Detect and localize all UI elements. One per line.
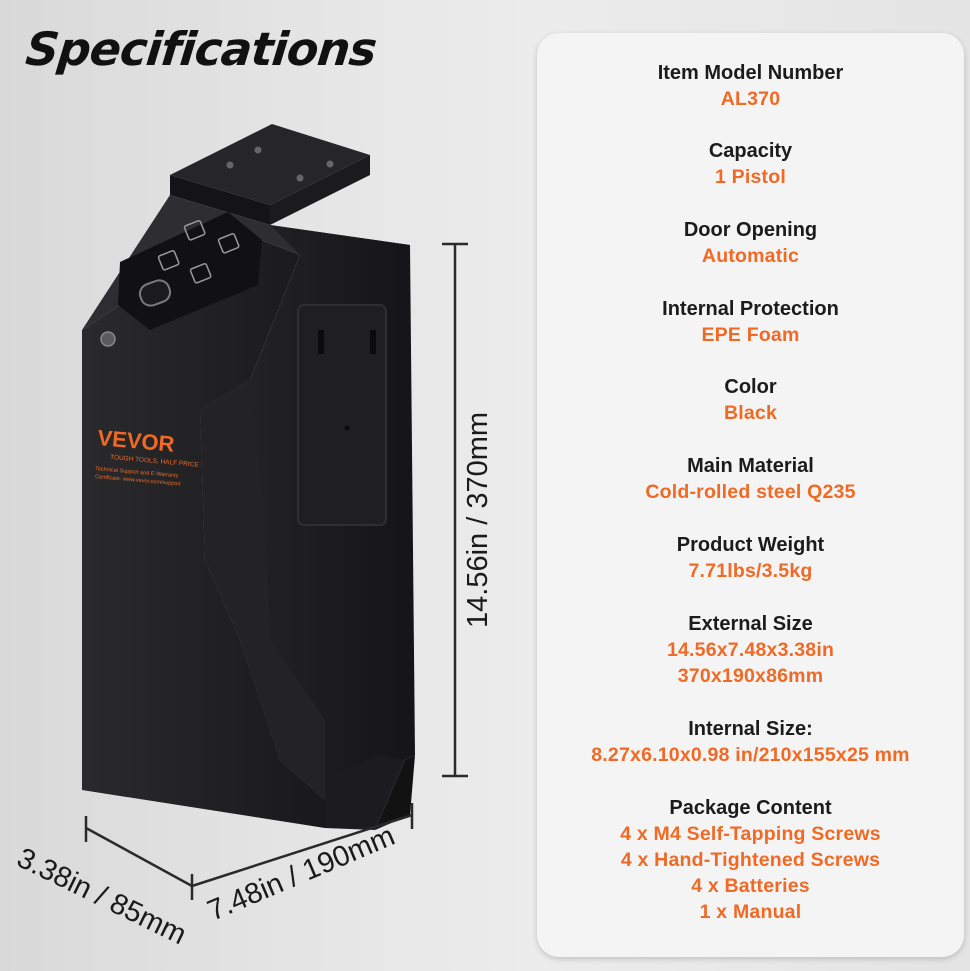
spec-label: Package Content	[669, 797, 832, 819]
spec-item-internal-size: Internal Size: 8.27x6.10x0.98 in/210x155…	[537, 716, 964, 768]
spec-label: Capacity	[708, 140, 793, 162]
spec-value: Black	[723, 402, 778, 424]
spec-value: AL370	[720, 88, 781, 110]
spec-label: External Size	[688, 613, 813, 635]
spec-value: Cold-rolled steel Q235	[645, 481, 856, 503]
spec-label: Door Opening	[683, 219, 818, 241]
spec-label: Product Weight	[676, 534, 825, 556]
spec-value: 8.27x6.10x0.98 in/210x155x25 mm	[591, 744, 910, 766]
safe-foot	[325, 755, 415, 830]
spec-item-model: Item Model Number AL370	[537, 60, 964, 112]
spec-item-capacity: Capacity 1 Pistol	[537, 138, 964, 190]
height-dimension-line	[442, 242, 468, 778]
safe-left-face	[82, 230, 325, 828]
spec-value: 4 x Batteries	[691, 875, 810, 897]
spec-item-external-size: External Size 14.56x7.48x3.38in 370x190x…	[537, 611, 964, 689]
safe-top-face	[82, 195, 410, 330]
spec-value: 1 x Manual	[699, 901, 802, 923]
product-illustration: VEVOR TOUGH TOOLS, HALF PRICE Technical …	[82, 124, 468, 900]
spec-item-product-weight: Product Weight 7.71lbs/3.5kg	[537, 532, 964, 584]
spec-value: Automatic	[701, 245, 800, 267]
spec-value: 14.56x7.48x3.38in	[666, 639, 835, 661]
spec-item-package-content: Package Content 4 x M4 Self-Tapping Scre…	[537, 795, 964, 925]
safe-door	[200, 380, 325, 800]
fingerprint-sensor	[138, 279, 172, 307]
spec-label: Item Model Number	[657, 62, 844, 84]
depth-dimension-line	[84, 816, 194, 900]
mounting-bracket	[170, 124, 370, 225]
spec-item-internal-protection: Internal Protection EPE Foam	[537, 296, 964, 348]
spec-panel: Item Model Number AL370 Capacity 1 Pisto…	[537, 33, 964, 957]
spec-label: Internal Protection	[662, 298, 839, 320]
spec-value: 4 x M4 Self-Tapping Screws	[620, 823, 881, 845]
spec-value: 1 Pistol	[715, 166, 786, 188]
spec-value: 4 x Hand-Tightened Screws	[620, 849, 881, 871]
spec-value: EPE Foam	[701, 324, 800, 346]
spec-item-main-material: Main Material Cold-rolled steel Q235	[537, 453, 964, 505]
spec-label: Main Material	[687, 455, 814, 477]
side-panel	[297, 304, 387, 526]
spec-item-door-opening: Door Opening Automatic	[537, 217, 964, 269]
key-lock	[100, 331, 116, 347]
keypad	[118, 212, 262, 330]
spec-item-color: Color Black	[537, 374, 964, 426]
spec-value: 7.71lbs/3.5kg	[688, 560, 813, 582]
width-dimension-line	[191, 803, 414, 888]
spec-label: Color	[724, 376, 777, 398]
height-dimension-label: 14.56in / 370mm	[462, 411, 494, 628]
spec-value: 370x190x86mm	[677, 665, 824, 687]
spec-label: Internal Size:	[688, 718, 813, 740]
